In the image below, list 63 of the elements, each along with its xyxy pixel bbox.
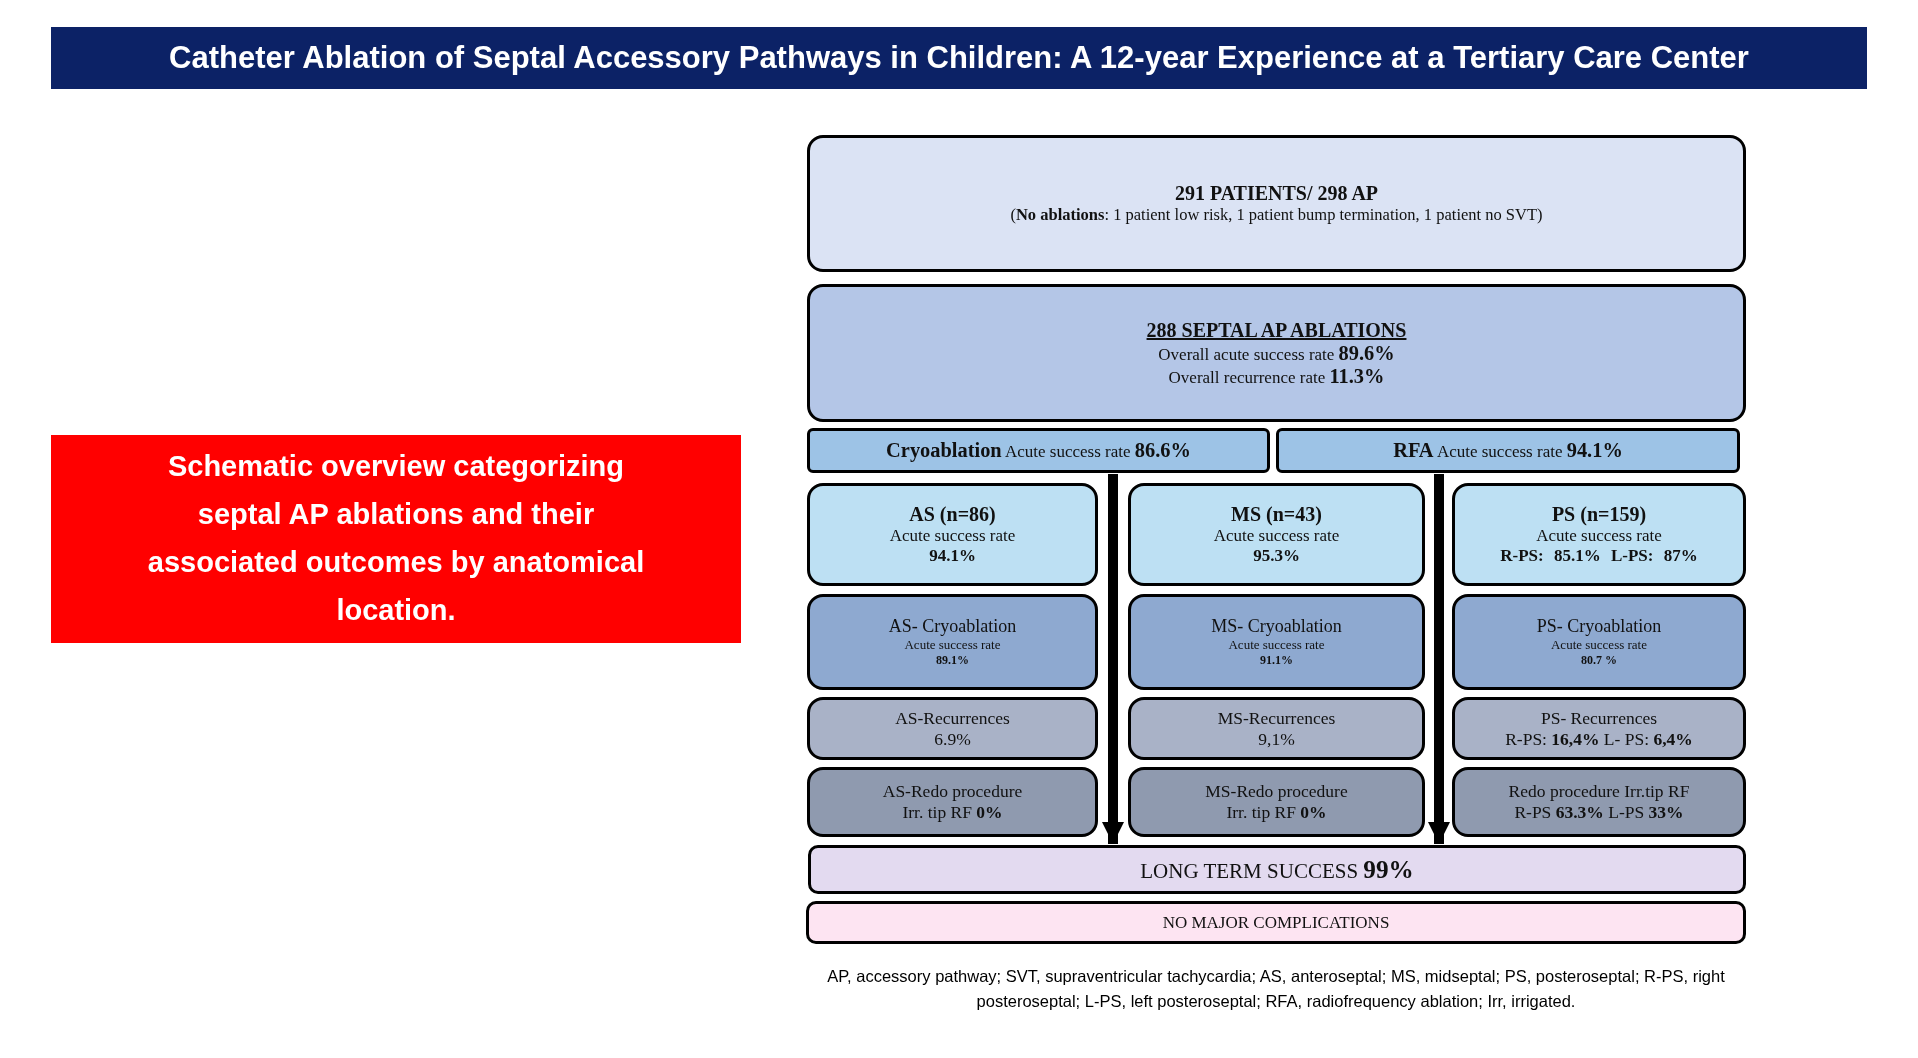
arrow <box>1428 474 1450 844</box>
process-box <box>1128 483 1425 586</box>
process-box <box>807 428 1270 473</box>
stat-label: Acute success rate <box>1536 526 1662 546</box>
stat-label: Acute success rate <box>1228 637 1325 653</box>
heading: MS (n=43) <box>1231 503 1322 526</box>
stat-value: 9,1% <box>1258 728 1295 750</box>
stat-value: R-PS 63.3% L-PS 33% <box>1514 802 1684 823</box>
process-box <box>807 284 1746 422</box>
note-text: (No ablations: 1 patient low risk, 1 patient bump termination, 1 patient no SVT) <box>1010 205 1543 225</box>
process-box <box>807 135 1746 272</box>
process-box <box>808 845 1746 894</box>
stat-label: Acute success rate <box>1213 526 1340 546</box>
process-box <box>1452 594 1746 690</box>
heading: AS (n=86) <box>909 503 996 526</box>
process-box <box>1128 697 1425 760</box>
process-box <box>1128 767 1425 837</box>
process-box <box>1452 697 1746 760</box>
process-box <box>807 594 1098 690</box>
title-banner: Catheter Ablation of Septal Accessory Pathways in Children: A 12-year Experience at a Tertiary Care Center <box>51 27 1867 89</box>
heading: AS-Redo procedure <box>882 781 1023 802</box>
stat-value: Irr. tip RF 0% <box>902 802 1003 823</box>
stat-text: Overall recurrence rate 11.3% <box>1168 364 1385 388</box>
stat-label: Acute success rate <box>1551 637 1647 653</box>
heading: MS-Recurrences <box>1217 707 1336 729</box>
stat-label: Acute success rate <box>904 637 1001 653</box>
stat-value: R-PS: 16,4% L- PS: 6,4% <box>1505 728 1693 750</box>
heading: 288 SEPTAL AP ABLATIONS <box>1146 318 1407 342</box>
process-box <box>807 697 1098 760</box>
stat-text: RFA Acute success rate 94.1% <box>1393 439 1623 462</box>
stat-value: 91.1% <box>1260 653 1293 668</box>
stat-label: Acute success rate <box>889 526 1016 546</box>
stat-value: 80.7 % <box>1581 653 1617 668</box>
arrow <box>1102 474 1124 844</box>
heading: Redo procedure Irr.tip RF <box>1508 781 1690 802</box>
callout-box <box>51 435 741 643</box>
stat-value: R-PS: 85.1% L-PS: 87% <box>1500 546 1698 566</box>
heading: AS-Recurrences <box>895 707 1010 729</box>
heading: LONG TERM SUCCESS 99% <box>1140 855 1414 884</box>
heading: NO MAJOR COMPLICATIONS <box>1162 912 1390 933</box>
stat-value: 95.3% <box>1253 546 1300 566</box>
heading: 291 PATIENTS/ 298 AP <box>1174 182 1379 205</box>
heading: PS (n=159) <box>1551 503 1647 526</box>
heading: MS- Cryoablation <box>1211 616 1342 637</box>
heading: AS- Cryoablation <box>888 616 1017 637</box>
callout-text: Schematic overview categorizing septal AP ablations and their associated outcomes by anatomical location. <box>146 449 646 628</box>
stat-text: Overall acute success rate 89.6% <box>1158 341 1395 365</box>
heading: PS- Cryoablation <box>1536 616 1662 637</box>
heading: MS-Redo procedure <box>1205 781 1348 802</box>
stat-value: Irr. tip RF 0% <box>1226 802 1327 823</box>
process-box <box>807 767 1098 837</box>
process-box <box>1276 428 1740 473</box>
stat-value: 94.1% <box>929 546 976 566</box>
stat-value: 89.1% <box>936 653 969 668</box>
process-box <box>807 483 1098 586</box>
stat-text: Cryoablation Acute success rate 86.6% <box>886 439 1191 462</box>
footnote: AP, accessory pathway; SVT, supraventricular tachycardia; AS, anteroseptal; MS, midseptal; PS, posteroseptal; R-PS, right posteroseptal; L-PS, left posteroseptal; RFA, radiofrequency ablation; Irr, irrigated. <box>826 966 1726 1012</box>
process-box <box>1452 483 1746 586</box>
process-box <box>806 901 1746 944</box>
heading: PS- Recurrences <box>1540 707 1658 729</box>
process-box <box>1452 767 1746 837</box>
stat-value: 6.9% <box>934 728 971 750</box>
process-box <box>1128 594 1425 690</box>
